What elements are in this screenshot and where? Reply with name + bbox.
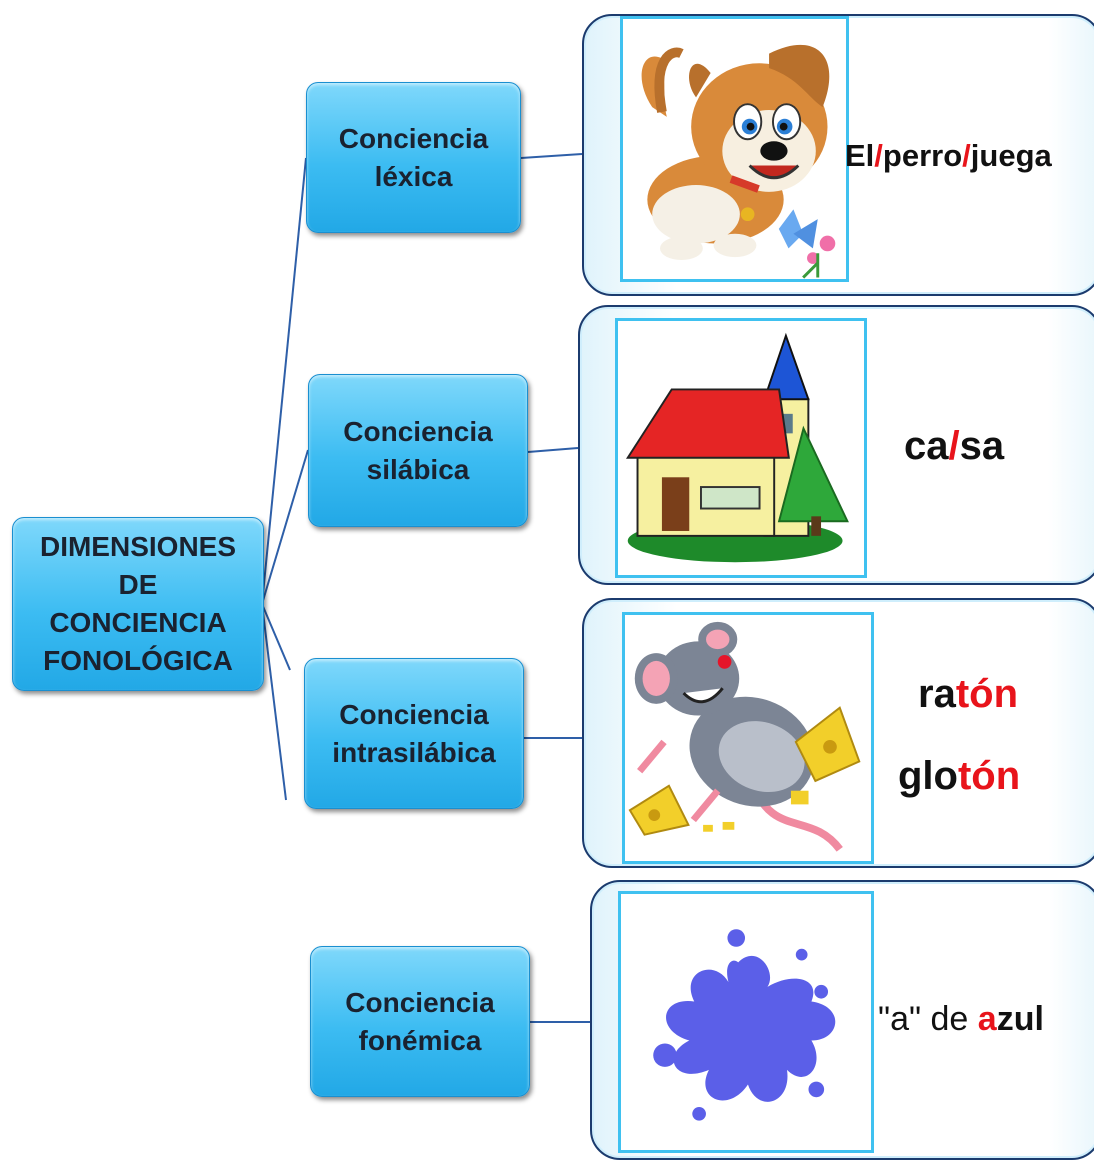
separator: / <box>874 138 883 173</box>
example-intrasilabica-word2: glotón <box>898 754 1020 799</box>
connector-root-fonemica <box>261 603 287 801</box>
example-syllable: ca <box>904 424 949 468</box>
example-syllable: sa <box>959 424 1005 468</box>
connector-lexica-card <box>520 153 583 159</box>
example-rime: tón <box>957 754 1021 798</box>
example-intrasilabica-word1: ratón <box>918 672 1018 717</box>
node-label-line2: silábica <box>366 453 470 485</box>
root-label: DIMENSIONES DE CONCIENCIA FONOLÓGICA <box>39 531 237 676</box>
example-prefix: "a" de <box>878 1000 978 1038</box>
example-word: juega <box>970 138 1052 173</box>
example-onset: ra <box>918 672 956 716</box>
root-node: DIMENSIONES DE CONCIENCIA FONOLÓGICA <box>12 517 264 691</box>
paint-splash-icon <box>618 891 874 1153</box>
dog-icon <box>620 16 849 282</box>
node-conciencia-lexica: Conciencia léxica <box>306 82 521 233</box>
example-word: perro <box>882 138 963 173</box>
node-label-line1: Conciencia <box>343 415 493 447</box>
house-icon <box>615 318 867 578</box>
mouse-icon <box>622 612 874 864</box>
example-rime: tón <box>955 672 1018 716</box>
connector-root-intrasilabica <box>261 603 291 671</box>
node-label-line1: Conciencia <box>338 122 489 154</box>
connector-silabica-card <box>527 447 579 453</box>
node-label-line1: Conciencia <box>339 698 489 730</box>
example-phoneme: a <box>977 1000 997 1038</box>
node-conciencia-fonemica: Conciencia fonémica <box>310 946 530 1097</box>
example-silabica: ca/sa <box>904 424 1004 469</box>
separator: / <box>962 138 971 173</box>
node-conciencia-silabica: Conciencia silábica <box>308 374 528 527</box>
separator: / <box>948 424 960 468</box>
example-fonemica: "a" de azul <box>878 1000 1044 1039</box>
node-conciencia-intrasilabica: Conciencia intrasilábica <box>304 658 524 809</box>
example-rest: zul <box>996 1000 1044 1038</box>
example-lexica: El/perro/juega <box>845 138 1052 174</box>
example-onset: glo <box>898 754 958 798</box>
node-label-line2: intrasilábica <box>332 736 496 768</box>
example-word: El <box>845 138 875 173</box>
node-label-line1: Conciencia <box>345 986 495 1018</box>
node-label-line2: léxica <box>374 160 453 192</box>
connector-root-lexica <box>261 157 307 605</box>
connector-root-silabica <box>261 449 309 605</box>
node-label-line2: fonémica <box>358 1024 482 1056</box>
